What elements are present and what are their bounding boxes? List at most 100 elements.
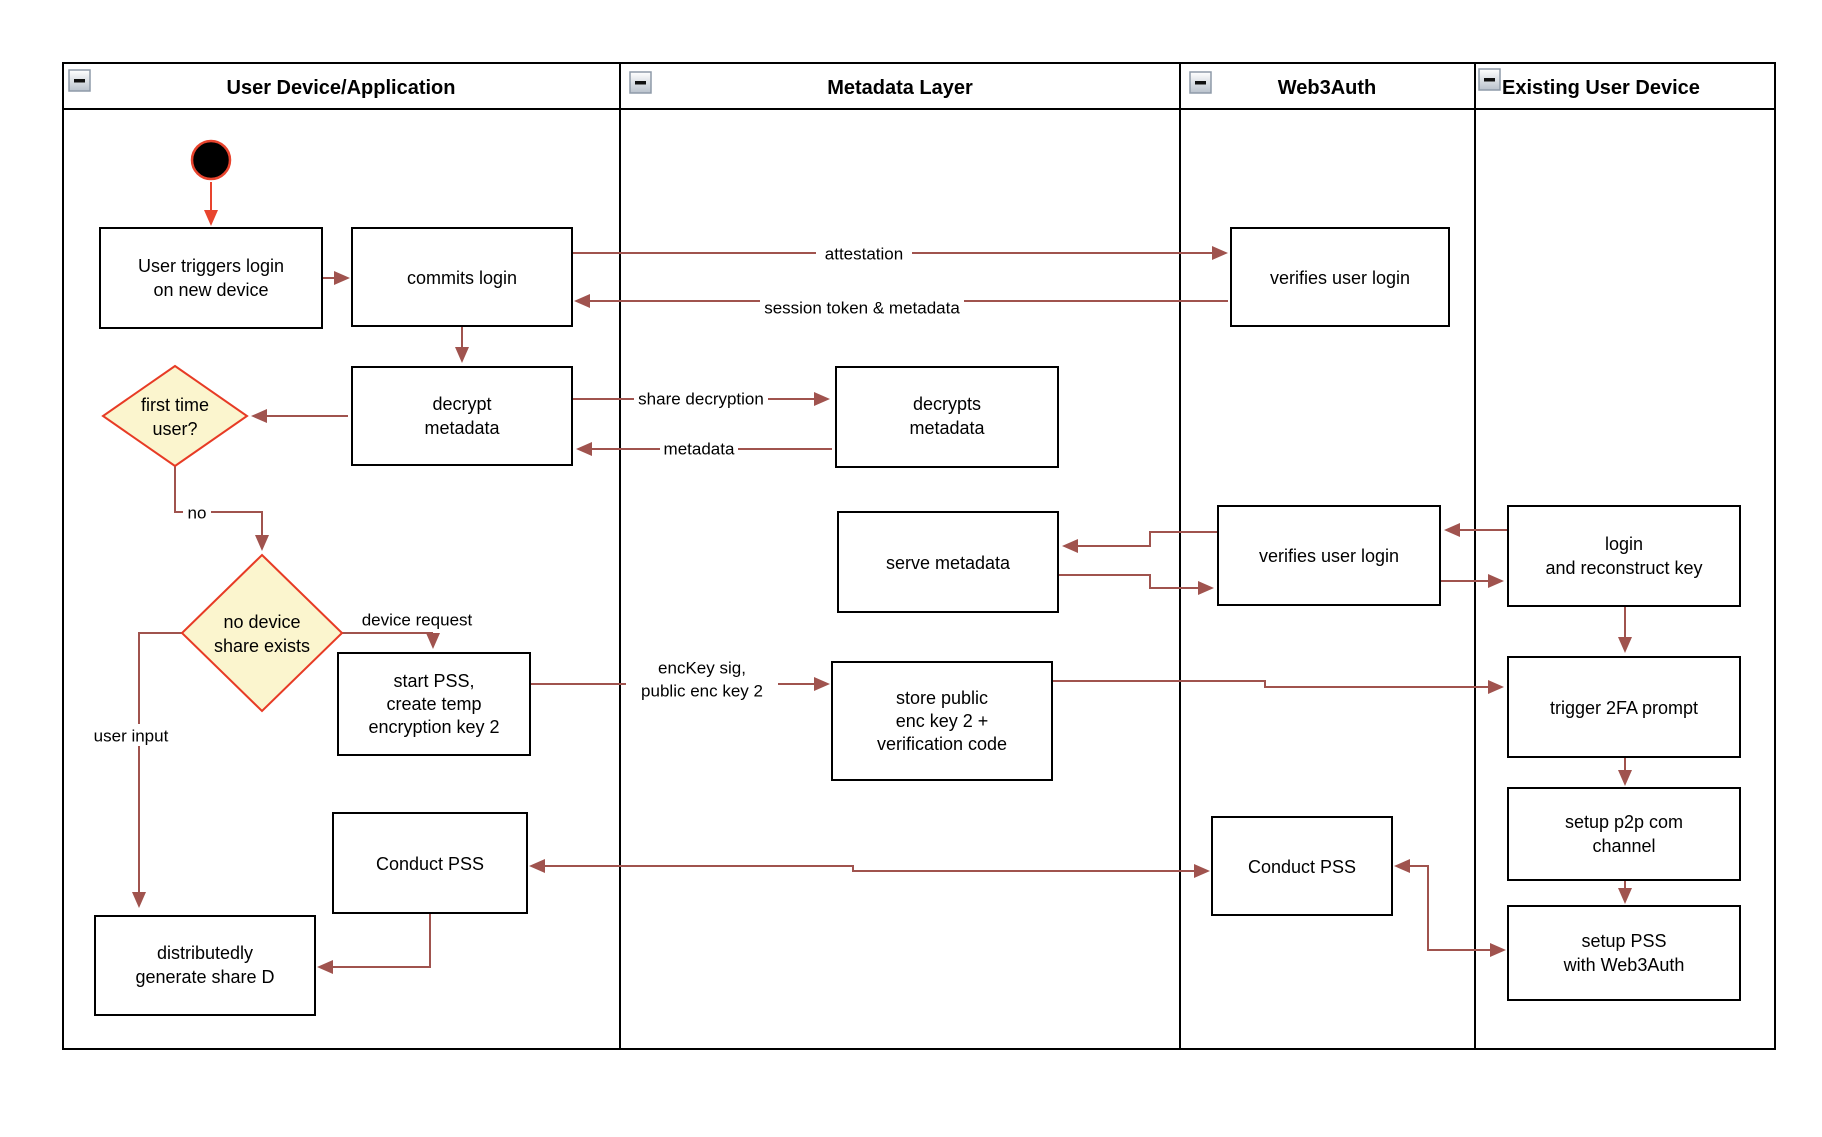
lane-borders [62, 62, 1776, 1050]
label-bg [634, 388, 768, 410]
edge-label-attestation: attestation [825, 245, 903, 264]
node-label: and reconstruct key [1545, 558, 1702, 578]
arrowhead [1490, 943, 1506, 957]
edge-label-share-decryption: share decryption [638, 390, 764, 409]
node-label: Conduct PSS [1248, 857, 1356, 877]
edge-conduct-to-generate [333, 913, 431, 968]
node-commits-login[interactable] [351, 227, 573, 327]
edge-serve-to-verifies [1058, 574, 1198, 589]
collapse-lane3-icon[interactable] [1189, 71, 1212, 94]
edge-label-backgrounds [86, 242, 964, 746]
arrowhead [317, 960, 333, 974]
lane-title-existing-user-device: Existing User Device [1502, 77, 1700, 99]
node-login-reconstruct-key[interactable] [1507, 505, 1741, 607]
node-label: enc key 2 + [896, 711, 989, 731]
arrowhead [251, 409, 267, 423]
edge-label-device-request: device request [362, 611, 473, 630]
node-label: verifies user login [1259, 546, 1399, 566]
start-state-node[interactable] [190, 139, 232, 181]
edge-w3auth-setup-pss-link [1410, 865, 1490, 951]
node-label: decrypts [913, 394, 981, 414]
label-bg [660, 438, 738, 460]
arrowhead [255, 535, 269, 551]
node-label: verification code [877, 734, 1007, 754]
arrowhead [814, 392, 830, 406]
node-label: metadata [909, 418, 985, 438]
node-conduct-pss-user[interactable] [332, 812, 528, 914]
collapse-lane2-icon[interactable] [629, 71, 652, 94]
label-bg [183, 502, 211, 523]
arrowhead [1618, 770, 1632, 786]
node-label: decrypt [432, 394, 491, 414]
decision-nodes [101, 364, 344, 713]
node-decrypts-metadata[interactable] [835, 366, 1059, 468]
node-label: distributedly [157, 943, 253, 963]
process-nodes [94, 227, 1741, 1016]
edge-store-to-2fa [1052, 680, 1488, 688]
arrowhead [814, 677, 830, 691]
arrowhead [204, 210, 218, 226]
node-verifies-user-login-mid[interactable] [1217, 505, 1441, 606]
node-verifies-user-login-top[interactable] [1230, 227, 1450, 327]
edge-label-metadata: metadata [664, 440, 735, 459]
decision-no-device-share[interactable] [180, 553, 344, 713]
arrowhead [1198, 581, 1214, 595]
node-label: trigger 2FA prompt [1550, 698, 1698, 718]
arrowhead [529, 859, 545, 873]
node-label: verifies user login [1270, 268, 1410, 288]
node-store-public-enc-key[interactable] [831, 661, 1053, 781]
node-label: setup PSS [1581, 931, 1666, 951]
decision-label: first time [141, 395, 209, 415]
node-label: serve metadata [886, 553, 1011, 573]
edge-conduct-pss-link [545, 865, 1194, 872]
arrowhead [1062, 539, 1078, 553]
node-decrypt-metadata[interactable] [351, 366, 573, 466]
label-bg [626, 653, 778, 699]
decision-label: user? [152, 419, 197, 439]
edge-label-session-token: session token & metadata [764, 299, 960, 318]
node-trigger-2fa-prompt[interactable] [1507, 656, 1741, 758]
arrowhead [426, 633, 440, 649]
node-label: setup p2p com [1565, 812, 1683, 832]
decision-first-time-user[interactable] [101, 364, 249, 468]
node-label: metadata [424, 418, 500, 438]
arrowhead [1212, 246, 1228, 260]
node-label: create temp [386, 694, 481, 714]
node-label: encryption key 2 [368, 717, 499, 737]
node-label: channel [1592, 836, 1655, 856]
edge-label-enckey-sig: public enc key 2 [641, 682, 763, 701]
node-label: on new device [153, 280, 268, 300]
arrowhead [132, 892, 146, 908]
node-setup-pss-web3auth[interactable] [1507, 905, 1741, 1001]
minus-icon [1195, 81, 1206, 85]
collapse-lane4-icon[interactable] [1478, 68, 1501, 91]
node-generate-share-d[interactable] [94, 915, 316, 1016]
node-label: start PSS, [393, 671, 474, 691]
node-user-triggers-login[interactable] [99, 227, 323, 329]
arrowhead [1618, 637, 1632, 653]
arrowhead [1444, 523, 1460, 537]
lane-title-web3auth: Web3Auth [1278, 77, 1377, 99]
arrowhead [1194, 864, 1210, 878]
node-setup-p2p-channel[interactable] [1507, 787, 1741, 881]
edge-user-input [138, 632, 182, 892]
arrowhead [1618, 888, 1632, 904]
node-conduct-pss-web3auth[interactable] [1211, 816, 1393, 916]
edge-labels: attestation session token & metadata sha… [94, 245, 961, 746]
node-serve-metadata[interactable] [837, 511, 1059, 613]
arrowhead [574, 294, 590, 308]
minus-icon [74, 79, 85, 83]
label-bg [86, 724, 176, 746]
arrowhead [1488, 680, 1504, 694]
node-label: Conduct PSS [376, 854, 484, 874]
node-label: User triggers login [138, 256, 284, 276]
node-start-pss[interactable] [337, 652, 531, 756]
decision-label: share exists [214, 636, 310, 656]
edge-label-no: no [188, 504, 207, 523]
minus-icon [635, 81, 646, 85]
arrowhead [334, 271, 350, 285]
collapse-lane1-icon[interactable] [68, 69, 91, 92]
node-label: with Web3Auth [1563, 955, 1685, 975]
arrowhead [1488, 574, 1504, 588]
